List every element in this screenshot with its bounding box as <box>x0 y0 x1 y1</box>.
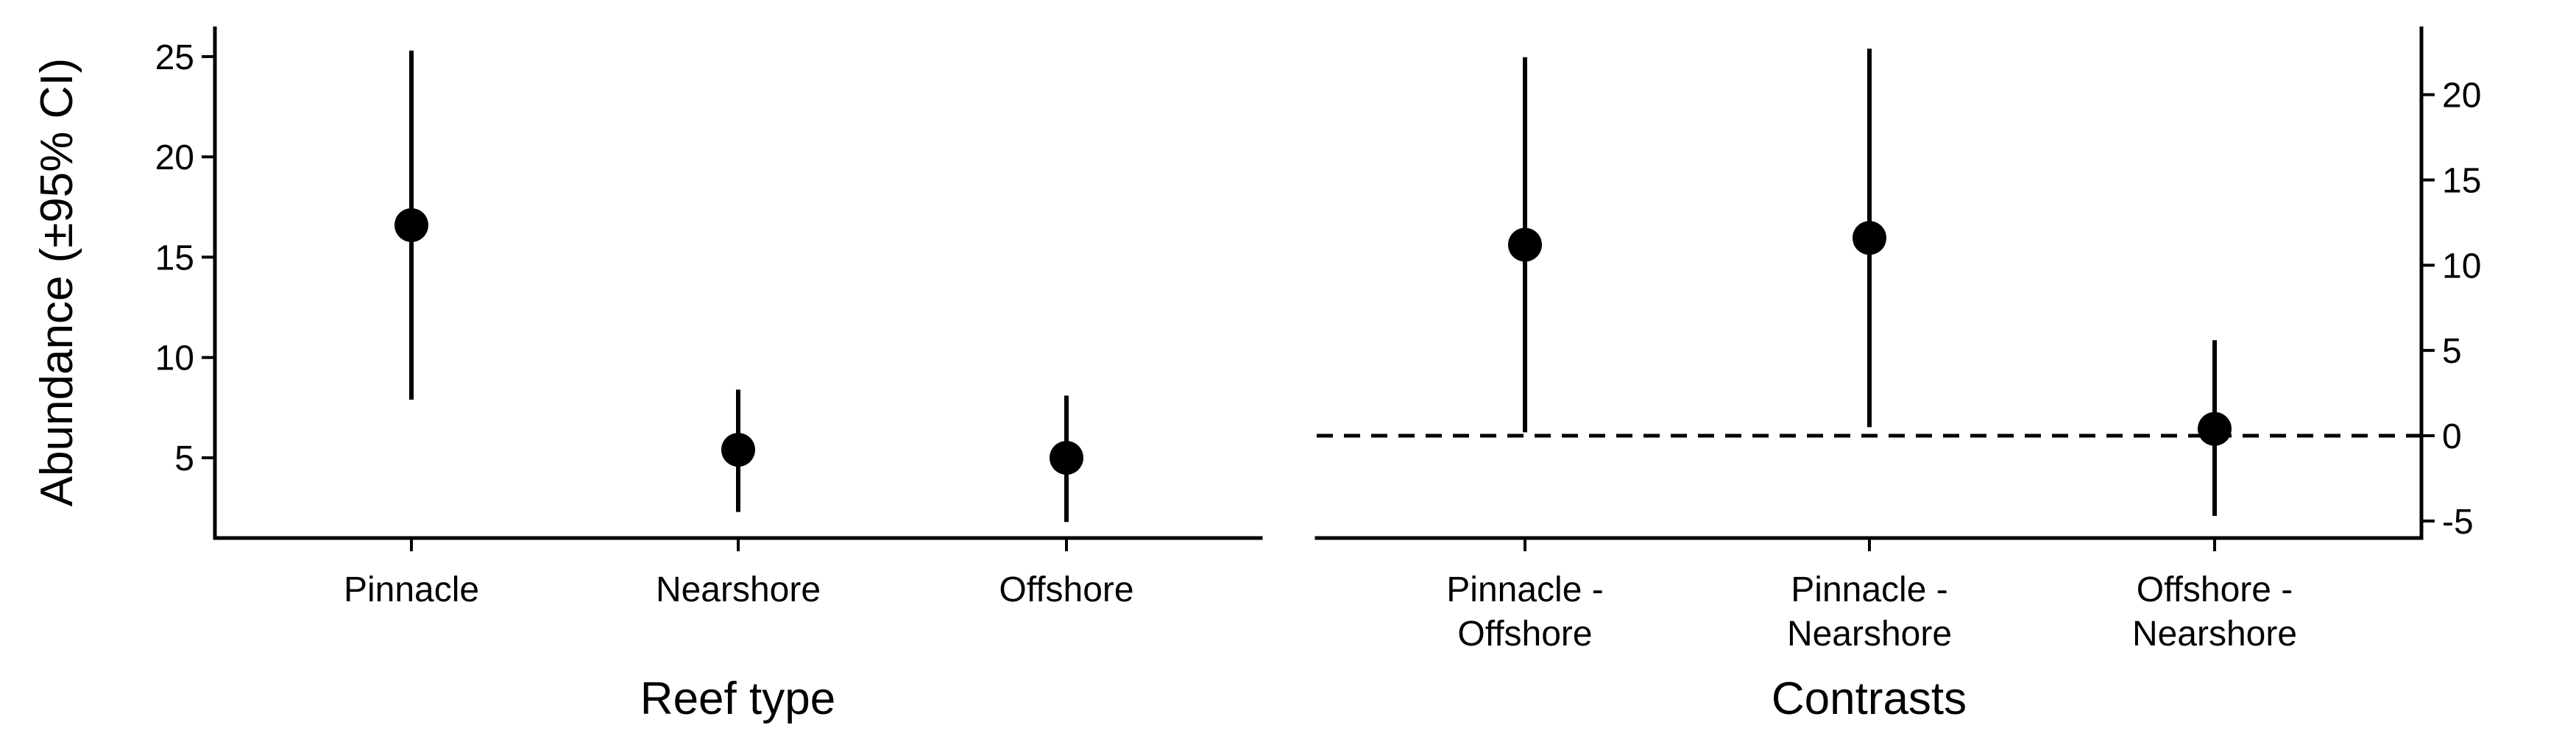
abundance-y-tick-label: 5 <box>174 439 194 478</box>
contrast-x-axis-title: Contrasts <box>1772 673 1967 724</box>
abundance-x-tick-label: Pinnacle <box>344 570 479 609</box>
contrast-x-tick-label-line: Offshore <box>1457 615 1592 654</box>
abundance-point-estimate <box>1050 440 1083 475</box>
abundance-x-tick-label: Nearshore <box>656 570 821 609</box>
contrast-point-estimate <box>2198 411 2232 446</box>
abundance-x-axis-title: Reef type <box>640 673 835 724</box>
abundance-y-axis-title: Abundance (±95% CI) <box>32 58 82 507</box>
abundance-point-estimate <box>721 433 755 467</box>
contrast-x-tick-label-line: Nearshore <box>1787 615 1952 654</box>
contrast-x-tick-label: Pinnacle - Nearshore <box>1787 570 1952 654</box>
contrast-y-tick-label: 15 <box>2442 162 2481 201</box>
abundance-x-tick-label: Offshore <box>999 570 1133 609</box>
abundance-x-tick-label-line: Pinnacle <box>344 570 479 609</box>
contrast-y-tick-label: 10 <box>2442 247 2481 286</box>
abundance-y-tick-label: 25 <box>155 38 194 77</box>
contrast-x-tick-label-line: Nearshore <box>2132 615 2297 654</box>
contrast-y-tick-label: 0 <box>2442 417 2462 456</box>
contrast-point-estimate <box>1508 227 1542 262</box>
contrast-x-tick-label-line: Pinnacle - <box>1446 570 1603 609</box>
abundance-y-tick-label: 10 <box>155 339 194 378</box>
contrast-x-tick-label-line: Offshore - <box>2137 570 2293 609</box>
contrast-x-tick-label: Pinnacle - Offshore <box>1446 570 1603 654</box>
contrast-y-tick-label: 20 <box>2442 77 2481 116</box>
contrast-y-tick-label: -5 <box>2442 503 2474 542</box>
contrast-x-tick-label: Offshore - Nearshore <box>2132 570 2297 654</box>
contrast-y-tick-label: 5 <box>2442 332 2462 371</box>
contrast-x-tick-label-line: Pinnacle - <box>1791 570 1947 609</box>
abundance-x-tick-label-line: Nearshore <box>656 570 821 609</box>
contrast-point-estimate <box>1853 221 1886 255</box>
abundance-point-estimate <box>394 208 428 242</box>
abundance-y-tick-label: 15 <box>155 238 194 277</box>
abundance-x-tick-label-line: Offshore <box>999 570 1133 609</box>
abundance-y-tick-label: 20 <box>155 138 194 177</box>
